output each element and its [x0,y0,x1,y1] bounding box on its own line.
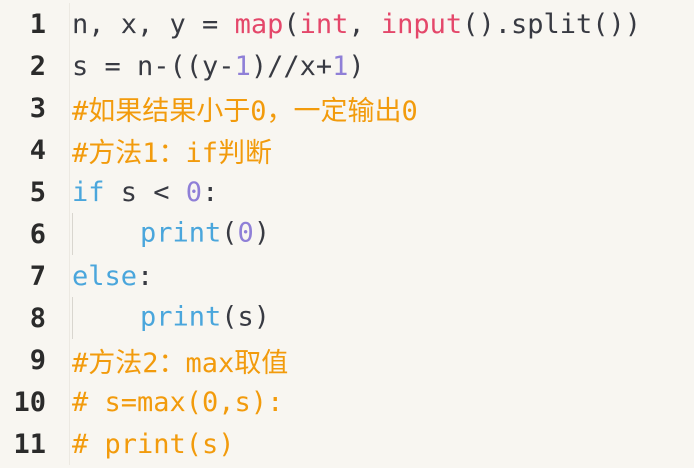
code-text[interactable]: # s=max(0,s): [72,387,283,418]
line-number: 2 [29,50,46,82]
code-token-plain: , [348,8,381,40]
line-number: 3 [29,92,46,124]
code-token-plain: s = n-((y- [72,50,235,82]
code-text[interactable]: else: [72,261,153,292]
code-line[interactable]: 3 #如果结果小于0，一定输出0 [0,87,694,129]
code-text[interactable]: #方法2：max取值 [72,341,288,380]
code-text[interactable]: if s < 0: [72,177,218,208]
code-text[interactable]: #如果结果小于0，一定输出0 [72,89,418,128]
code-token-func: print [140,301,222,333]
code-token-plain: ( [221,217,238,249]
code-token-comment: #方法1：if判断 [72,137,273,169]
indent-guide [72,297,140,339]
gutter-separator [46,423,70,465]
gutter-separator [46,381,70,423]
code-line[interactable]: 6 print(0) [0,213,694,255]
code-token-plain: ().split()) [462,8,641,40]
code-token-keyword: else [72,260,138,292]
gutter-separator [46,255,70,297]
code-text[interactable]: n, x, y = map(int, input().split()) [72,9,641,40]
line-number: 7 [29,260,46,292]
code-line[interactable]: 10 # s=max(0,s): [0,381,694,423]
code-line[interactable]: 4 #方法1：if判断 [0,129,694,171]
code-text[interactable]: print(0) [72,213,270,255]
code-token-plain: ) [253,217,271,249]
code-token-comment: #如果结果小于0，一定输出0 [72,95,418,127]
code-text[interactable]: print(s) [72,297,270,339]
code-token-number: 1 [332,50,349,82]
code-token-comment: # print(s) [72,428,235,460]
code-token-plain: : [202,176,219,208]
code-token-builtin: input [380,8,463,40]
code-token-comment: #方法2：max取值 [72,347,289,379]
line-number: 4 [29,134,46,166]
code-token-plain: : [137,260,154,292]
gutter-separator [46,171,70,213]
code-line[interactable]: 11 # print(s) [0,423,694,465]
gutter-separator [46,213,70,255]
line-number: 6 [29,218,46,250]
code-token-plain: )//x+ [250,50,333,82]
line-number: 5 [29,176,46,208]
code-token-number: 0 [237,217,254,249]
code-token-plain: ) [348,50,365,82]
gutter-separator [46,3,70,45]
gutter-separator [46,87,70,129]
code-line[interactable]: 7 else: [0,255,694,297]
code-token-plain: ( [283,8,300,40]
code-token-func: print [140,217,222,249]
code-text[interactable]: # print(s) [72,429,235,460]
line-number: 1 [29,8,46,40]
gutter-separator [46,297,70,339]
code-token-builtin: map [234,8,284,40]
code-line[interactable]: 5 if s < 0: [0,171,694,213]
code-line[interactable]: 9 #方法2：max取值 [0,339,694,381]
line-number: 10 [13,386,46,418]
line-number: 9 [29,344,46,376]
line-number: 11 [13,428,46,460]
gutter-separator [46,45,70,87]
code-token-number: 0 [185,176,203,208]
code-token-plain: (s) [221,301,271,333]
code-line[interactable]: 1 n, x, y = map(int, input().split()) [0,3,694,45]
code-text[interactable]: s = n-((y-1)//x+1) [72,51,365,82]
code-token-builtin: int [299,8,349,40]
code-token-plain: s < [104,176,186,208]
code-token-comment: # s=max(0,s): [72,386,284,418]
gutter-separator [46,339,70,381]
code-token-number: 1 [234,50,251,82]
code-token-plain: n, x, y = [72,8,235,40]
indent-guide [72,213,140,255]
code-text[interactable]: #方法1：if判断 [72,131,272,170]
gutter-separator [46,129,70,171]
line-number: 8 [29,302,46,334]
code-token-keyword: if [72,176,105,208]
code-line[interactable]: 8 print(s) [0,297,694,339]
